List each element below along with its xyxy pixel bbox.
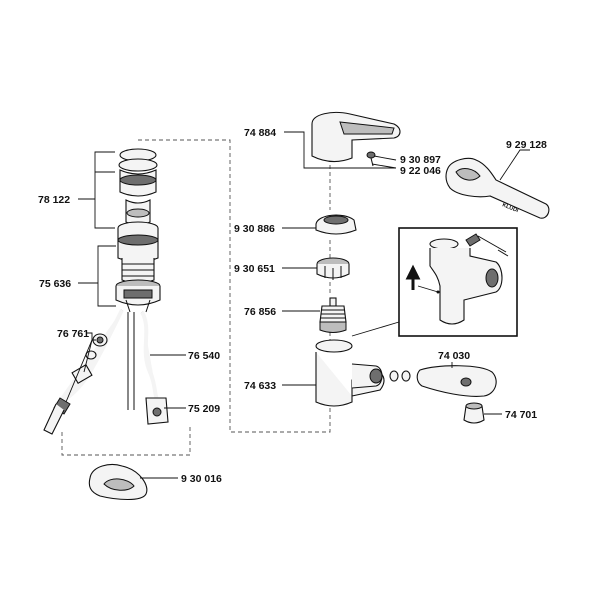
label-930016: 9 30 016 — [181, 473, 222, 485]
label-930886: 9 30 886 — [234, 223, 275, 235]
part-74701-aerator-drawing — [463, 402, 485, 424]
label-75636: 75 636 — [39, 278, 71, 290]
assembly-guide-lines — [61, 139, 331, 456]
label-922046: 9 22 046 — [400, 165, 441, 177]
part-75636-cartridge-body-drawing — [115, 258, 161, 313]
label-75209: 75 209 — [188, 403, 220, 415]
part-929128-tool-drawing: KLUDI — [445, 157, 550, 219]
part-labels: 78 122 75 636 76 761 76 540 75 209 9 30 … — [38, 127, 547, 485]
label-74701: 74 701 — [505, 409, 537, 421]
label-929128: 9 29 128 — [506, 139, 547, 151]
label-76540: 76 540 — [188, 350, 220, 362]
label-930651: 9 30 651 — [234, 263, 275, 275]
part-930651-nut-drawing — [316, 257, 350, 280]
part-76856-cartridge-drawing — [319, 297, 347, 333]
part-930897-screw-drawing — [366, 151, 376, 167]
leader-lines — [65, 131, 530, 479]
part-75209-hose-end-drawing — [145, 397, 169, 425]
label-74633: 74 633 — [244, 380, 276, 392]
part-74030-spout-drawing — [416, 365, 497, 397]
label-76856: 76 856 — [244, 306, 276, 318]
detail-inset — [351, 227, 518, 337]
part-74633-body-drawing — [315, 339, 411, 407]
part-74884-lever-drawing — [311, 111, 401, 163]
label-930897: 9 30 897 — [400, 154, 441, 166]
label-78122: 78 122 — [38, 194, 70, 206]
part-930886-cap-drawing — [315, 214, 357, 235]
label-76761: 76 761 — [57, 328, 89, 340]
label-74884: 74 884 — [244, 127, 276, 139]
part-76761-connector-drawing — [43, 333, 108, 435]
part-76540-hose-drawing — [55, 309, 160, 410]
part-930016-plate-drawing — [88, 463, 148, 501]
part-78122-sleeve-drawing — [117, 148, 159, 263]
label-74030: 74 030 — [438, 350, 470, 362]
